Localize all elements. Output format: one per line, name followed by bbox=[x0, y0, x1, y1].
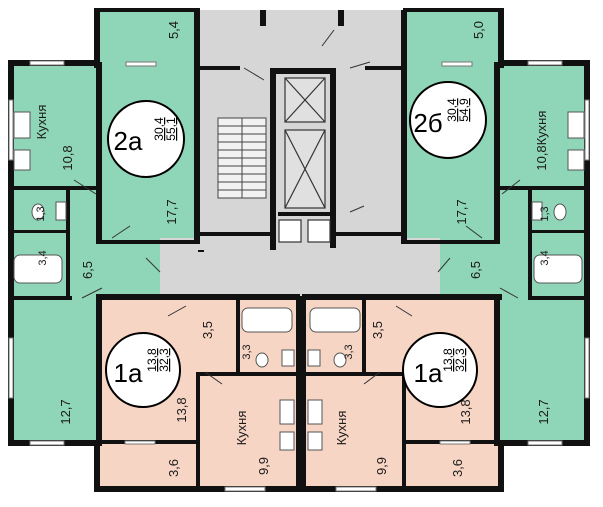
toilet-1a-left-icon bbox=[255, 352, 269, 368]
stove-right-icon bbox=[567, 111, 585, 139]
stove-left-icon bbox=[13, 111, 31, 139]
bath-2b-small-area: 1,3 bbox=[539, 206, 551, 221]
hall-1a-left-area: 3,5 bbox=[200, 321, 215, 339]
windows bbox=[8, 60, 590, 492]
room-labels: 5,4 5,0 Кухня 10,8 Кухня 10,8 17,7 17,7 … bbox=[34, 21, 551, 477]
balcony-top-left-area: 5,4 bbox=[166, 21, 181, 39]
apartment-1a-left-badge: 1а 13,8 32,3 bbox=[105, 332, 181, 408]
doors bbox=[73, 29, 521, 385]
corridor bbox=[160, 238, 440, 298]
kitchen-2a-label: Кухня bbox=[34, 105, 49, 140]
sink-1a-right-icon bbox=[307, 431, 323, 451]
fixtures bbox=[13, 111, 585, 451]
room-2a-bottom bbox=[10, 298, 100, 444]
bathtub-right-icon bbox=[533, 254, 583, 284]
sink-left-icon bbox=[13, 149, 31, 171]
balcony-top-left bbox=[96, 10, 198, 66]
balcony-bottom-right-area: 3,6 bbox=[450, 459, 465, 477]
room-1a-right-area: 13,8 bbox=[458, 399, 473, 424]
toilet-1a-right-icon bbox=[333, 352, 347, 368]
apartment-2b-total: 54,9 bbox=[457, 98, 471, 122]
bath-2a-area: 3,4 bbox=[37, 250, 49, 265]
kitchen-1a-left-label: Кухня bbox=[234, 411, 249, 446]
washbasin-1a-right-icon bbox=[307, 349, 321, 367]
balcony-bottom-right bbox=[402, 444, 500, 490]
balcony-top-right-area: 5,0 bbox=[471, 21, 486, 39]
kitchen-2b-label: Кухня bbox=[534, 111, 549, 146]
apartment-1a-left-number: 1а bbox=[114, 358, 143, 388]
room-fills bbox=[10, 10, 585, 490]
apartment-2b-living: 30,4 bbox=[445, 98, 459, 122]
hall-1a-right-area: 3,5 bbox=[370, 321, 385, 339]
elevators bbox=[278, 77, 331, 243]
room-2a-main-area: 17,7 bbox=[164, 199, 179, 224]
sink-1a-left-icon bbox=[279, 431, 295, 451]
apartment-1a-right-number: 1а bbox=[414, 358, 443, 388]
apartment-2a-badge: 2а 30,4 55,1 bbox=[107, 100, 185, 178]
bathtub-1a-right-icon bbox=[309, 307, 361, 333]
apartment-1a-left-total: 32,3 bbox=[157, 348, 171, 372]
kitchen-2a-area: 10,8 bbox=[60, 145, 75, 170]
hall-2a-area: 6,5 bbox=[80, 261, 95, 279]
apartment-2a-living: 30,4 bbox=[152, 117, 166, 141]
room-2b-bottom bbox=[495, 298, 585, 444]
toilet-left-icon bbox=[31, 203, 45, 221]
room-1a-left-area: 13,8 bbox=[174, 397, 189, 422]
bath-1a-left-area: 3,3 bbox=[241, 344, 253, 359]
balcony-bottom-left bbox=[96, 444, 200, 490]
kitchen-1a-left-area: 9,9 bbox=[256, 457, 271, 475]
balcony-bottom-left-area: 3,6 bbox=[166, 459, 181, 477]
staircase bbox=[217, 117, 267, 199]
apartment-1a-right-living: 13,8 bbox=[441, 348, 455, 372]
apartment-1a-left-living: 13,8 bbox=[145, 348, 159, 372]
kitchen-1a-right-area: 9,9 bbox=[374, 457, 389, 475]
toilet-right-icon bbox=[553, 203, 567, 221]
apartment-2a-total: 55,1 bbox=[164, 117, 178, 141]
bath-1a-right-area: 3,3 bbox=[343, 344, 355, 359]
apartment-2b-badge: 2б 30,4 54,9 bbox=[409, 81, 487, 159]
bathtub-1a-left-icon bbox=[241, 307, 293, 333]
bath-2b-area: 3,4 bbox=[539, 250, 551, 265]
bath-2a-small-area: 1,3 bbox=[35, 206, 47, 221]
apartment-1a-right-badge: 1а 13,8 32,3 bbox=[402, 332, 478, 408]
kitchen-1a-right-label: Кухня bbox=[334, 411, 349, 446]
room-2b-main-area: 17,7 bbox=[454, 199, 469, 224]
stove-1a-left-icon bbox=[279, 399, 295, 425]
balcony-top-right bbox=[405, 10, 500, 66]
washbasin-left-icon bbox=[55, 201, 67, 221]
sink-right-icon bbox=[567, 149, 585, 171]
stove-1a-right-icon bbox=[307, 399, 323, 425]
apartment-1a-right-total: 32,3 bbox=[453, 348, 467, 372]
washbasin-right-icon bbox=[531, 201, 543, 221]
washbasin-1a-left-icon bbox=[281, 349, 295, 367]
hall-2b-area: 6,5 bbox=[468, 261, 483, 279]
kitchen-2b-area: 10,8 bbox=[534, 145, 549, 170]
apartment-2a-number: 2а bbox=[114, 126, 143, 156]
room-2b-bottom-area: 12,7 bbox=[536, 399, 551, 424]
room-2a-bottom-area: 12,7 bbox=[58, 399, 73, 424]
apartment-2b-number: 2б bbox=[413, 108, 442, 138]
bathtub-left-icon bbox=[13, 254, 63, 284]
